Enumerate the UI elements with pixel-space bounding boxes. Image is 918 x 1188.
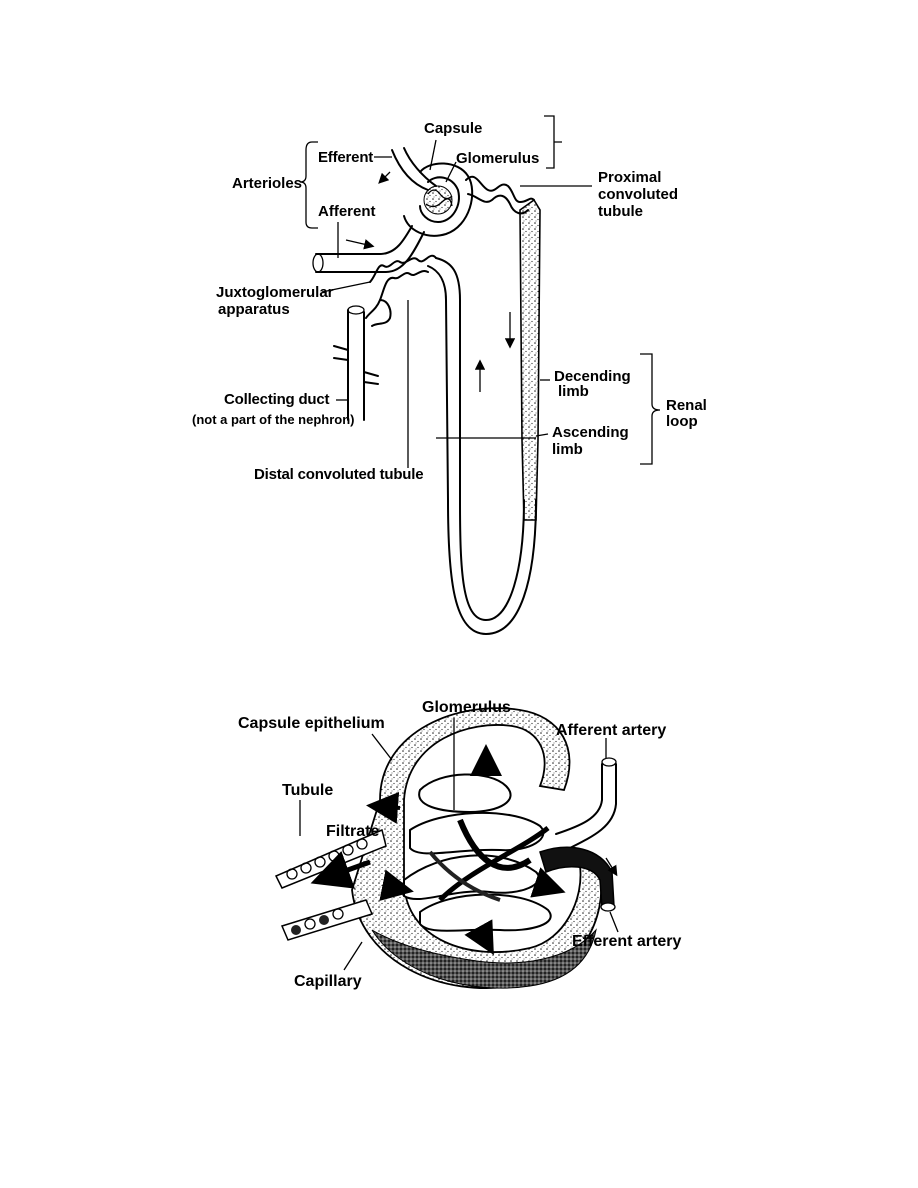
label-afferent: Afferent xyxy=(318,203,376,220)
label-juxta-2: apparatus xyxy=(218,301,290,318)
label-descending-2: limb xyxy=(558,383,589,400)
label-efferent: Efferent xyxy=(318,149,373,166)
label-renal-2: loop xyxy=(666,413,698,430)
descending-limb xyxy=(519,198,541,521)
label-proximal-2: convoluted xyxy=(598,186,678,203)
label-descending-1: Decending xyxy=(554,368,631,385)
label-collecting-duct: Collecting duct xyxy=(224,391,330,408)
renal-loop-bottom xyxy=(427,265,537,635)
label-glomerulus: Glomerulus xyxy=(456,150,539,167)
filtrate-arrows xyxy=(310,744,618,955)
glomerulus-detail-diagram: Glomerulus Capsule epithelium Afferent a… xyxy=(238,699,681,990)
label-proximal-1: Proximal xyxy=(598,169,661,186)
capsule-shape xyxy=(403,162,474,237)
afferent-arteriole xyxy=(315,225,425,273)
label-afferent-artery: Afferent artery xyxy=(556,722,666,739)
label-capsule: Capsule xyxy=(424,120,482,137)
proximal-tubule xyxy=(465,175,535,203)
afferent-artery-tube xyxy=(555,763,617,849)
nephron-labels: Capsule Efferent Glomerulus Arterioles A… xyxy=(192,120,707,483)
label-not-part: (not a part of the nephron) xyxy=(192,412,354,427)
label-arterioles: Arterioles xyxy=(232,175,302,192)
label-glomerulus-detail: Glomerulus xyxy=(422,699,511,716)
label-efferent-artery: Efferent artery xyxy=(572,933,681,950)
label-capillary: Capillary xyxy=(294,973,362,990)
label-proximal-3: tubule xyxy=(598,203,643,220)
nephron-structure xyxy=(312,139,592,635)
renal-loop-bracket xyxy=(640,353,661,465)
label-tubule: Tubule xyxy=(282,782,333,799)
capillary-loops xyxy=(403,773,552,932)
capsule-bracket xyxy=(544,115,562,169)
label-capsule-epithelium: Capsule epithelium xyxy=(238,715,385,732)
label-filtrate: Filtrate xyxy=(326,823,379,840)
label-ascending-2: limb xyxy=(552,441,583,458)
efferent-arteriole xyxy=(391,147,437,191)
capillary-beaded xyxy=(280,899,374,941)
arterioles-bracket xyxy=(299,141,318,229)
label-renal-1: Renal xyxy=(666,397,707,414)
distal-tubule xyxy=(369,254,437,283)
label-juxta-1: Juxtoglomerular xyxy=(216,284,334,301)
label-distal: Distal convoluted tubule xyxy=(254,466,423,483)
glomerulus-tuft xyxy=(423,185,453,215)
collecting-duct xyxy=(347,309,365,421)
label-ascending-1: Ascending xyxy=(552,424,629,441)
